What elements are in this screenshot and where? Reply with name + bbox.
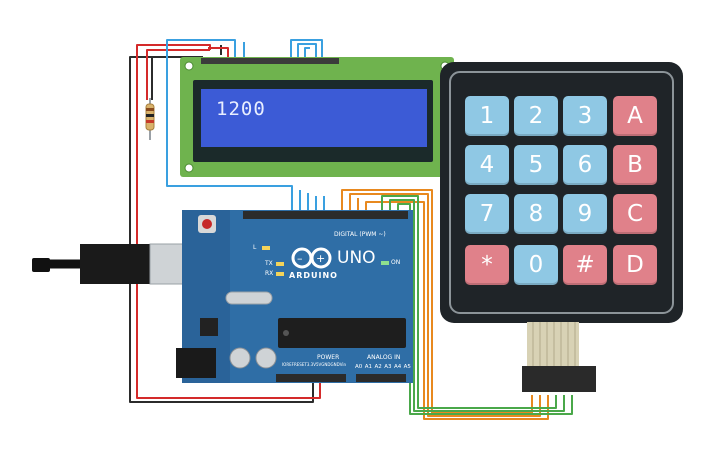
keypad-key-star[interactable]: * [465, 245, 509, 285]
keypad-key-0[interactable]: 0 [514, 245, 558, 285]
keypad-key-4[interactable]: 4 [465, 145, 509, 185]
led-rx [276, 272, 284, 276]
pin-label-a3: A3 [384, 364, 392, 370]
analog-label: ANALOG IN [367, 354, 401, 361]
pin-label-5v: 5V [315, 362, 322, 367]
led-on [381, 261, 389, 265]
on-label: ON [391, 259, 401, 266]
arduino-logo-icon [291, 247, 332, 269]
analog-pin-labels: A0 A1 A2 A3 A4 A5 [355, 364, 411, 370]
pin-label-a0: A0 [355, 364, 363, 370]
power-jack [176, 348, 216, 378]
lcd-display-line1: 1200 [216, 98, 266, 120]
wire-blue-lcd-5[interactable] [304, 47, 310, 58]
digital-label: DIGITAL (PWM ~) [334, 231, 386, 238]
wire-blue-lcd-3[interactable] [290, 39, 323, 60]
keypad-key-2[interactable]: 2 [514, 96, 558, 136]
wire-red-2[interactable] [208, 47, 229, 58]
wire-blue-lcd-4[interactable] [297, 43, 317, 60]
keypad-key-hash[interactable]: # [563, 245, 607, 285]
resistor[interactable] [145, 98, 155, 140]
logo-plus: + [316, 252, 325, 265]
keypad-key-b[interactable]: B [613, 145, 657, 185]
led-l [262, 246, 270, 250]
arduino-board[interactable]: – + [176, 210, 413, 383]
pin-label-3v3: 3.3V [306, 362, 316, 367]
tx-label: TX [265, 260, 273, 267]
power-label: POWER [317, 354, 340, 361]
keypad-connector [522, 366, 596, 392]
capacitor-2 [255, 347, 277, 369]
keypad-key-1[interactable]: 1 [465, 96, 509, 136]
power-pin-labels: IOREF RESET 3.3V 5V GND GND Vin [282, 362, 346, 367]
logo-minus: – [297, 252, 303, 265]
wire-red-5v[interactable] [136, 44, 321, 399]
digital-header[interactable] [243, 211, 408, 219]
pin-label-a2: A2 [374, 364, 382, 370]
keypad-key-8[interactable]: 8 [514, 194, 558, 234]
voltage-regulator [200, 318, 218, 336]
pin-label-gnd-1: GND [321, 362, 331, 367]
board-uno-label: UNO [337, 248, 376, 268]
usb-cable[interactable] [32, 243, 187, 285]
pin-label-vin: Vin [339, 362, 346, 367]
wire-green-2[interactable] [389, 199, 565, 412]
pin-label-gnd-2: GND [330, 362, 340, 367]
keypad-key-7[interactable]: 7 [465, 194, 509, 234]
pin-label-a5: A5 [403, 364, 411, 370]
pin-label-a4: A4 [393, 364, 402, 370]
wire-green-1[interactable] [381, 195, 557, 409]
pin-label-a1: A1 [364, 364, 372, 370]
board-brand-label: ARDUINO [289, 271, 338, 280]
power-header[interactable] [276, 374, 346, 382]
atmega-chip [278, 318, 406, 348]
wire-blue-lcd-1[interactable] [166, 39, 293, 212]
wire-black-gnd[interactable] [129, 56, 314, 403]
keypad-key-6[interactable]: 6 [563, 145, 607, 185]
keypad-key-d[interactable]: D [613, 245, 657, 285]
lcd-pin-header [201, 58, 339, 64]
keypad-key-5[interactable]: 5 [514, 145, 558, 185]
wire-orange-2[interactable] [349, 193, 541, 417]
wire-red-resistor[interactable] [146, 49, 210, 100]
keypad-key-9[interactable]: 9 [563, 194, 607, 234]
led-tx [276, 262, 284, 266]
keypad-key-c[interactable]: C [613, 194, 657, 234]
pin-label-reset: RESET [293, 362, 307, 367]
capacitor-1 [229, 347, 251, 369]
analog-header[interactable] [356, 374, 406, 382]
rx-label: RX [265, 270, 274, 277]
keypad-key-a[interactable]: A [613, 96, 657, 136]
keypad-key-3[interactable]: 3 [563, 96, 607, 136]
pin-label-ioref: IOREF [282, 362, 294, 367]
l-label: L [253, 244, 257, 251]
lcd-module[interactable] [180, 57, 454, 177]
crystal [225, 291, 273, 305]
